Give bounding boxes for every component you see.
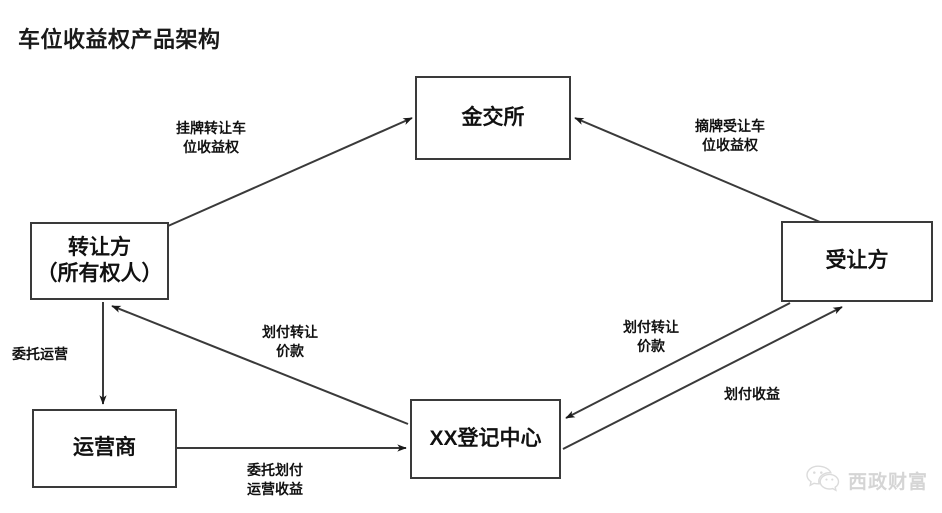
edge-label-entrust-operation: 委托运营 <box>12 346 68 362</box>
node-transferor-label: 转让方 （所有权人） <box>36 235 163 285</box>
node-exchange-label: 金交所 <box>461 105 525 129</box>
edge-transferee-to-exchange <box>574 117 821 223</box>
node-transferor[interactable]: 转让方 （所有权人） <box>30 222 169 300</box>
watermark: 西政财富 <box>806 464 928 497</box>
node-operator[interactable]: 运营商 <box>32 409 177 488</box>
node-transferee-label: 受让方 <box>825 249 889 273</box>
edge-label-delisting-acquire: 摘牌受让车 位收益权 <box>695 118 765 153</box>
node-transferee[interactable]: 受让方 <box>781 221 933 302</box>
node-registry-label: XX登记中心 <box>429 426 542 450</box>
edge-transferee-to-registry <box>565 302 791 419</box>
wechat-icon <box>806 464 840 497</box>
watermark-text: 西政财富 <box>847 472 928 493</box>
edge-registry-to-transferee <box>562 306 843 450</box>
edge-label-entrust-pay-operating-income: 委托划付 运营收益 <box>247 462 303 497</box>
edge-label-listing-transfer: 挂牌转让车 位收益权 <box>176 120 246 155</box>
node-exchange[interactable]: 金交所 <box>415 76 571 160</box>
edge-label-transfer-payment-right: 划付转让 价款 <box>623 319 679 354</box>
edge-label-transfer-payment-left: 划付转让 价款 <box>262 324 318 359</box>
node-operator-label: 运营商 <box>73 436 136 460</box>
page-title: 车位收益权产品架构 <box>18 27 221 52</box>
edge-registry-to-transferor <box>111 305 409 425</box>
edge-label-pay-proceeds: 划付收益 <box>724 386 780 402</box>
node-registry[interactable]: XX登记中心 <box>410 399 561 479</box>
edge-transferor-to-exchange <box>167 117 413 227</box>
